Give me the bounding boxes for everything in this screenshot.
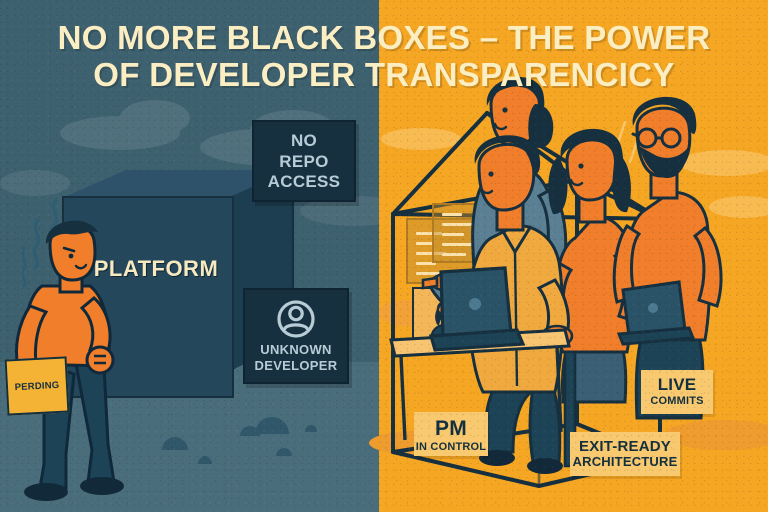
no-repo-line3: ACCESS bbox=[267, 172, 341, 192]
standing-woman-figure bbox=[544, 128, 643, 404]
rock-shape bbox=[276, 448, 292, 456]
rock-shape bbox=[305, 425, 317, 432]
exit-tag-line2: ARCHITECTURE bbox=[572, 454, 678, 470]
team-figures-group bbox=[389, 77, 723, 474]
live-tag-line1: LIVE bbox=[657, 375, 697, 394]
pm-in-control-tag: PM IN CONTROL bbox=[414, 412, 488, 456]
anonymous-user-icon bbox=[277, 300, 315, 338]
live-tag-line2: COMMITS bbox=[650, 394, 704, 407]
no-repo-access-card: NO REPO ACCESS bbox=[252, 120, 356, 202]
live-commits-tag: LIVE COMMITS bbox=[641, 370, 713, 414]
cloud-shape bbox=[679, 150, 768, 176]
left-panel-black-box: PLATFORM bbox=[0, 0, 410, 512]
pm-tag-line1: PM bbox=[435, 417, 467, 440]
unknown-developer-card: UNKNOWN DEVELOPER bbox=[243, 288, 349, 384]
rock-shape bbox=[240, 426, 260, 436]
rock-shape bbox=[162, 437, 188, 450]
right-panel-transparency: PM IN CONTROL LIVE COMMITS EXIT-READY AR… bbox=[369, 0, 768, 512]
no-repo-line1: NO bbox=[290, 131, 318, 150]
pm-tag-line2: IN CONTROL bbox=[415, 441, 487, 454]
rock-shape bbox=[198, 456, 212, 464]
cloud-shape bbox=[381, 128, 461, 150]
exit-tag-line1: EXIT-READY bbox=[578, 438, 671, 455]
platform-label: PLATFORM bbox=[93, 256, 219, 281]
exit-ready-architecture-tag: EXIT-READY ARCHITECTURE bbox=[570, 432, 680, 476]
desk-laptop bbox=[428, 266, 526, 352]
cloud-shape bbox=[120, 100, 190, 136]
unknown-dev-line1: UNKNOWN bbox=[260, 342, 332, 357]
title-line-2: OF DEVELOPER TRANSPARENCICY bbox=[93, 55, 675, 93]
title-line-1: NO MORE BLACK BOXES – THE POWER bbox=[57, 19, 711, 56]
page-title: NO MORE BLACK BOXES – THE POWER OF DEVEL… bbox=[0, 19, 768, 94]
rock-shape bbox=[255, 417, 289, 434]
cloud-shape bbox=[709, 196, 768, 218]
cloud-shape bbox=[0, 170, 70, 196]
texture-overlay bbox=[379, 0, 768, 512]
pending-document: PERDING bbox=[4, 356, 70, 416]
unknown-dev-line2: DEVELOPER bbox=[254, 357, 338, 373]
no-repo-line2: REPO bbox=[279, 151, 329, 171]
cloud-shape bbox=[664, 420, 768, 450]
